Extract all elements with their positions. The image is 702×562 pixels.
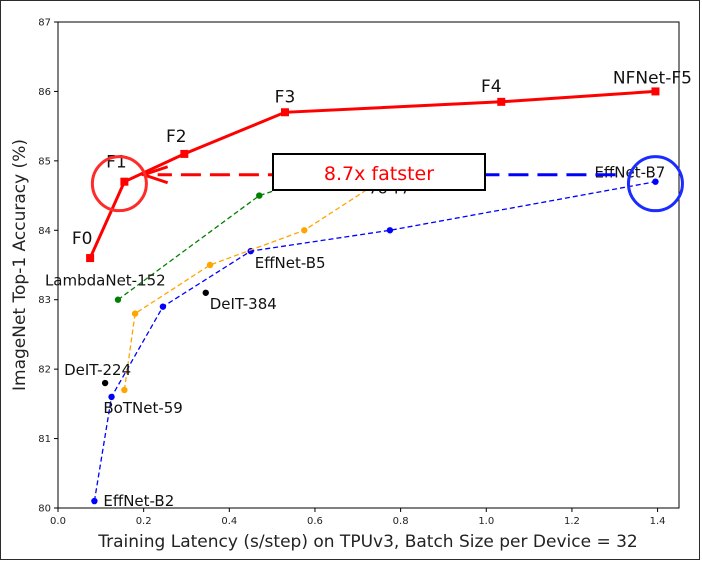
data-point	[121, 386, 128, 394]
speedup-textbox	[272, 153, 486, 191]
botnet-series-line	[123, 181, 380, 391]
data-point	[91, 497, 98, 505]
point-label: BoTNet-59	[103, 399, 182, 417]
point-label: DeIT-224	[64, 361, 131, 379]
plot-area	[57, 21, 680, 509]
x-tick-label: 0.6	[307, 516, 323, 527]
data-point	[206, 261, 214, 269]
annotations: 78-T78.7x fatster	[90, 153, 684, 213]
y-tick-label: 82	[38, 365, 51, 376]
point-label: NFNet-F5	[613, 68, 692, 88]
point-label: DeIT-384	[210, 295, 277, 313]
nfnet-series	[86, 87, 660, 263]
data-point	[301, 227, 308, 234]
data-point	[159, 303, 167, 310]
data-point	[120, 177, 129, 186]
point-label: F4	[481, 77, 502, 97]
y-tick-label: 80	[38, 504, 51, 515]
y-tick-label: 86	[38, 87, 51, 98]
x-axis-label: Training Latency (s/step) on TPUv3, Batc…	[97, 532, 637, 552]
effnet-b7-highlight-circle	[626, 155, 684, 213]
x-tick-label: 0.4	[221, 516, 237, 527]
effnet-series	[91, 178, 659, 505]
x-tick-label: 0.8	[393, 516, 409, 527]
data-point	[131, 310, 139, 317]
y-tick-label: 85	[38, 156, 51, 167]
series-layer	[86, 87, 660, 505]
data-point	[108, 393, 115, 401]
y-tick-label: 81	[38, 434, 51, 445]
nfnet-series-line	[88, 89, 656, 259]
point-label: F0	[72, 229, 93, 249]
data-point	[202, 289, 209, 296]
y-tick-label: 84	[38, 226, 51, 237]
data-point	[386, 227, 394, 234]
data-point	[180, 149, 189, 158]
data-point	[497, 97, 506, 106]
effnet-series-line	[93, 181, 656, 502]
point-label: EffNet-B5	[255, 254, 326, 272]
speedup-text: 8.7x fatster	[324, 163, 434, 185]
y-axis-label: ImageNet Top-1 Accuracy (%)	[10, 139, 30, 391]
point-label: F3	[275, 87, 296, 107]
point-label: LambdaNet-152	[45, 272, 166, 290]
data-point	[652, 178, 659, 185]
y-tick-label: 83	[38, 295, 51, 306]
data-point	[651, 87, 660, 96]
deit-series	[101, 289, 209, 387]
data-point	[101, 379, 109, 387]
point-label: EffNet-B2	[103, 492, 174, 510]
point-label: F2	[166, 127, 187, 147]
x-tick-label: 0.0	[50, 516, 66, 527]
y-tick-label: 87	[38, 18, 51, 29]
x-tick-label: 1.4	[650, 516, 666, 527]
data-point	[86, 254, 95, 263]
axis-ticks: 0.0 0.2 0.4 0.6 0.8 1.0 1.2 1.4 80 81 82 83 84 85 86 87	[38, 18, 665, 528]
data-point	[256, 192, 263, 199]
x-tick-label: 0.2	[136, 516, 152, 527]
x-tick-label: 1.0	[478, 516, 494, 527]
data-point	[114, 296, 122, 303]
x-tick-label: 1.2	[564, 516, 580, 527]
data-point	[280, 108, 289, 117]
nfnet-f1-highlight-circle	[90, 155, 148, 213]
